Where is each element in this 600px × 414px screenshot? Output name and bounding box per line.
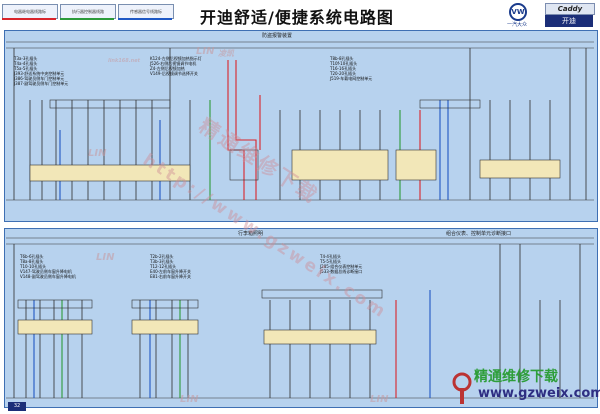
legend-label: 传感器信号线路标 <box>130 9 162 14</box>
component-note-upper-mid: K124-左侧后视镜加热指示灯 J526-右侧后视镜调节电机 Z4-左侧后视镜加… <box>150 56 202 76</box>
legend-swatch-red <box>2 18 56 20</box>
site-name-cn: 精通维修下载 <box>474 369 558 385</box>
component-note-upper-right: T8b-8孔插头 T10f-10孔插头 T16-16孔插头 T20-20孔插头 … <box>330 56 373 81</box>
legend-swatch-blue <box>118 18 172 20</box>
wrench-icon <box>452 372 472 404</box>
lower-right-panel-title: 组合仪表、控制单元诊断接口 <box>446 231 512 237</box>
legend-label: 电器继电器线路标 <box>14 9 46 14</box>
model-name-en: Caddy <box>545 3 595 15</box>
vw-logo-icon: VW <box>509 3 527 21</box>
component-note-lower-left: T6b-6孔插头 T8a-8孔插头 T10-10孔插头 V147-驾驶员侧车窗升… <box>20 254 76 279</box>
legend-swatch-green <box>60 18 114 20</box>
watermark-lin: LIN <box>370 394 389 405</box>
component-note-upper-left: T3a-3孔插头 T4a-4孔插头 T5a-5孔插头 J393-舒适系统中央控制… <box>14 56 69 86</box>
maker-name: 一汽大众 <box>507 22 528 28</box>
component-note-lower-mid: T2b-2孔插头 T3b-3孔插头 T12-12孔插头 E40-左前车窗升降开关… <box>150 254 192 279</box>
page-number: 32 <box>8 402 26 411</box>
watermark-site-small: link168.net <box>108 58 140 64</box>
lower-panel-title: 行李箱照明 <box>238 231 264 237</box>
upper-panel-title: 防盗报警装置 <box>262 33 293 39</box>
watermark-brand: 凌凯 <box>218 49 234 58</box>
site-watermark-block: 精通维修下载 www.gzweix.com <box>448 366 600 410</box>
watermark-lin: LIN <box>196 46 215 57</box>
brand-logo-block: VW 一汽大众 Caddy 开迪 <box>507 3 597 29</box>
lower-circuit-panel <box>4 228 598 408</box>
component-note-lower-right: T4-4孔插头 T5-5孔插头 J285-组合仪表控制单元 J533-数据总线诊… <box>320 254 363 274</box>
upper-circuit-panel <box>4 30 598 222</box>
watermark-lin: LIN <box>96 252 115 263</box>
wire-color-legend: 电器继电器线路标 执行器控制器线路 传感器信号线路标 <box>0 4 176 26</box>
legend-label: 执行器控制器线路 <box>72 9 104 14</box>
site-url: www.gzweix.com <box>478 386 600 401</box>
page-title: 开迪舒适/便捷系统电路图 <box>200 8 394 27</box>
watermark-lin: LIN <box>180 394 199 405</box>
model-name-cn: 开迪 <box>545 15 593 27</box>
watermark-lin: LIN <box>88 148 107 159</box>
